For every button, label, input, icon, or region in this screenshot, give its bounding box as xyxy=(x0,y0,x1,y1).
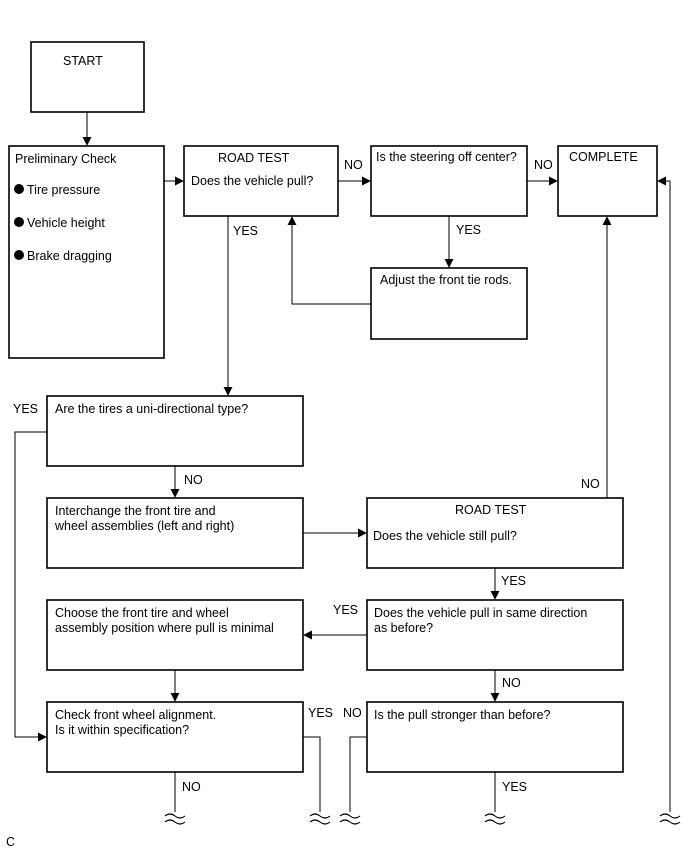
label-no-steering: NO xyxy=(534,158,553,172)
label-no-roadtest1: NO xyxy=(344,158,363,172)
bullet-icon xyxy=(14,217,24,227)
complete-box xyxy=(557,145,658,217)
start-label: START xyxy=(63,54,103,68)
road-test-1-question: Does the vehicle pull? xyxy=(191,174,313,188)
preliminary-item-tire-pressure: Tire pressure xyxy=(27,183,100,197)
preliminary-check-title: Preliminary Check xyxy=(15,152,117,166)
label-no-unidirectional: NO xyxy=(184,473,203,487)
label-yes-roadtest2: YES xyxy=(501,574,526,588)
label-yes-roadtest1: YES xyxy=(233,224,258,238)
label-no-roadtest2: NO xyxy=(581,477,600,491)
same-direction-line-1: Does the vehicle pull in same direction xyxy=(374,606,587,620)
steering-question: Is the steering off center? xyxy=(376,150,517,164)
connector-stronger-no xyxy=(349,736,367,812)
start-box xyxy=(30,41,145,113)
unidirectional-question: Are the tires a uni-directional type? xyxy=(55,402,248,416)
adjust-tie-rods-box xyxy=(370,267,528,340)
steering-box xyxy=(370,145,528,217)
continuation-break-icon xyxy=(309,813,331,825)
road-test-2-question: Does the vehicle still pull? xyxy=(373,529,517,543)
interchange-line-2: wheel assemblies (left and right) xyxy=(54,519,234,533)
label-yes-stronger: YES xyxy=(502,780,527,794)
label-no-stronger: NO xyxy=(343,706,362,720)
alignment-line-1: Check front wheel alignment. xyxy=(55,708,216,722)
label-yes-unidirectional: YES xyxy=(13,402,38,416)
connector-adjust-roadtest xyxy=(287,216,371,305)
unidirectional-box xyxy=(46,395,304,467)
label-yes-steering: YES xyxy=(456,223,481,237)
preliminary-item-brake-dragging: Brake dragging xyxy=(27,249,112,263)
stronger-box xyxy=(366,701,624,773)
interchange-line-1: Interchange the front tire and xyxy=(55,504,216,518)
preliminary-item-vehicle-height: Vehicle height xyxy=(27,216,105,230)
same-direction-box xyxy=(366,599,624,671)
choose-position-line-1: Choose the front tire and wheel xyxy=(55,606,229,620)
label-no-alignment: NO xyxy=(182,780,201,794)
interchange-box xyxy=(46,497,304,569)
figure-code: C xyxy=(6,835,15,849)
continuation-break-icon xyxy=(659,813,681,825)
continuation-break-icon xyxy=(164,813,186,825)
preliminary-check-box xyxy=(8,145,165,359)
connector-unidirectional-alignment xyxy=(14,431,47,742)
alignment-line-2: Is it within specification? xyxy=(55,723,189,737)
road-test-2-box xyxy=(366,497,624,569)
choose-position-line-2: assembly position where pull is minimal xyxy=(55,621,274,635)
connector-alignment-yes xyxy=(303,736,321,812)
bullet-icon xyxy=(14,250,24,260)
label-yes-samedirection: YES xyxy=(333,603,358,617)
continuation-break-icon xyxy=(339,813,361,825)
continuation-break-icon xyxy=(484,813,506,825)
stronger-question: Is the pull stronger than before? xyxy=(374,708,551,722)
label-yes-alignment: YES xyxy=(308,706,333,720)
road-test-2-heading: ROAD TEST xyxy=(455,503,527,517)
complete-label: COMPLETE xyxy=(569,150,638,164)
adjust-tie-rods-label: Adjust the front tie rods. xyxy=(380,273,512,287)
road-test-1-heading: ROAD TEST xyxy=(218,151,290,165)
bullet-icon xyxy=(14,184,24,194)
label-no-samedirection: NO xyxy=(502,676,521,690)
connector-return-complete xyxy=(657,176,671,812)
road-test-1-box xyxy=(183,145,339,217)
same-direction-line-2: as before? xyxy=(374,621,433,635)
